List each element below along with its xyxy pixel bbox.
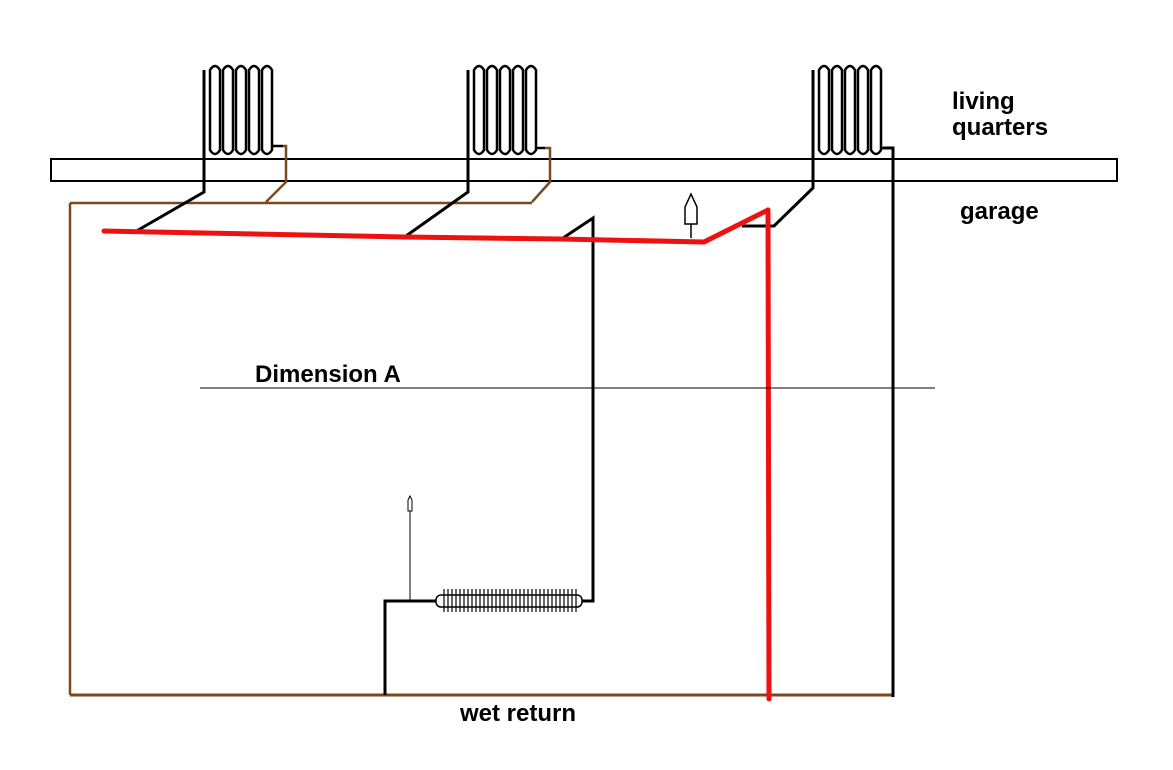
living-label-line2: quarters bbox=[952, 114, 1049, 141]
riser-middle bbox=[405, 70, 470, 238]
supply-riser-red bbox=[765, 207, 772, 702]
supply-main-horizontal bbox=[101, 207, 771, 245]
dimension-a-label: Dimension A bbox=[255, 361, 401, 388]
living-label-line1: living bbox=[952, 88, 1015, 115]
radiator-left bbox=[208, 64, 283, 156]
garage-label: garage bbox=[960, 198, 1039, 225]
convector-loop bbox=[559, 215, 595, 603]
riser-right bbox=[742, 70, 815, 228]
radiator-right bbox=[817, 64, 883, 156]
return-left-loop bbox=[265, 144, 288, 203]
convector-icon bbox=[435, 589, 583, 612]
return-right-drop bbox=[883, 146, 895, 697]
convector-drop bbox=[383, 599, 436, 695]
air-vent-icon bbox=[684, 192, 698, 238]
radiator-middle bbox=[472, 64, 545, 156]
riser-piping bbox=[132, 70, 895, 697]
floor-slab bbox=[50, 158, 1118, 182]
return-middle-loop bbox=[531, 146, 552, 203]
convector-vent-icon bbox=[407, 494, 413, 601]
living-quarters-label: living quarters bbox=[952, 89, 1048, 141]
supply-main bbox=[101, 207, 772, 702]
wet-return-label: wet return bbox=[460, 700, 577, 727]
riser-left bbox=[132, 70, 206, 235]
